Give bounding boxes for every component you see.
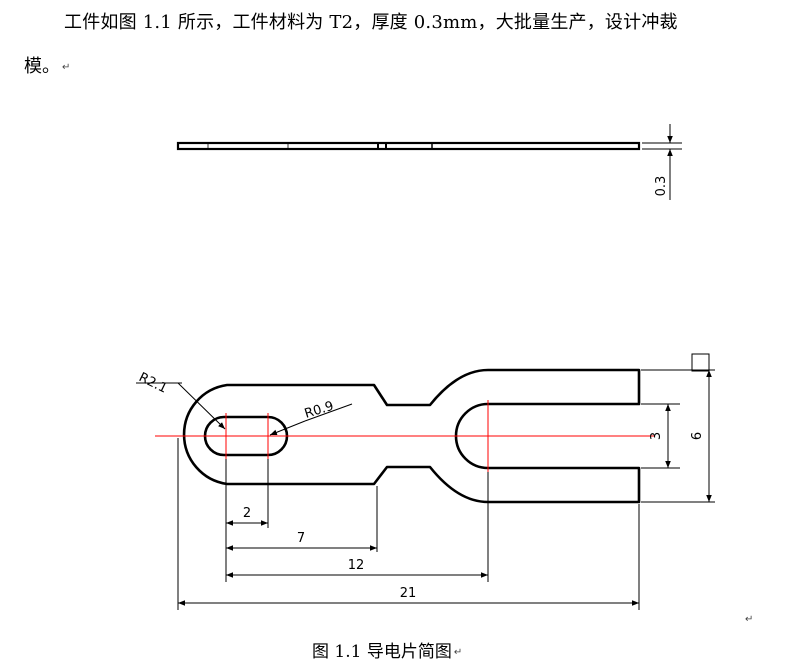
paragraph-text-2: 模。: [24, 56, 60, 77]
paragraph-line-2: 模。↵: [24, 52, 70, 78]
side-view: 0.3: [176, 124, 682, 200]
top-view: R2.1 R0.9 2 7 12 21 3 6: [136, 353, 715, 610]
dim-6-label: 6: [690, 432, 705, 440]
stray-return-mark-icon: ↵: [745, 614, 754, 625]
radius-outer-label: R2.1: [136, 370, 169, 397]
caption-return-mark-icon: ↵: [453, 647, 463, 658]
dim-2-label: 2: [243, 506, 251, 521]
return-mark-icon: ↵: [62, 61, 71, 73]
dim-12-label: 12: [348, 558, 365, 573]
problem-paragraph: 工件如图 1.1 所示，工件材料为 T2，厚度 0.3mm，大批量生产，设计冲裁…: [0, 0, 786, 90]
radius-slot-label: R0.9: [303, 399, 336, 422]
dim-3-label: 3: [649, 432, 664, 440]
paragraph-text-1: 工件如图 1.1 所示，工件材料为 T2，厚度 0.3mm，大批量生产，设计冲裁: [64, 12, 678, 33]
dim-7-label: 7: [297, 531, 305, 546]
side-view-outline: [176, 141, 641, 151]
thickness-dim-label: 0.3: [654, 176, 669, 197]
part-outline: [182, 368, 641, 504]
figure-caption: 图 1.1 导电片简图↵: [312, 637, 462, 662]
paragraph-line-1: 工件如图 1.1 所示，工件材料为 T2，厚度 0.3mm，大批量生产，设计冲裁: [64, 8, 678, 34]
dim-21-label: 21: [400, 586, 417, 601]
caption-text: 图 1.1 导电片简图: [312, 642, 452, 662]
square-marker-icon: [691, 353, 710, 372]
